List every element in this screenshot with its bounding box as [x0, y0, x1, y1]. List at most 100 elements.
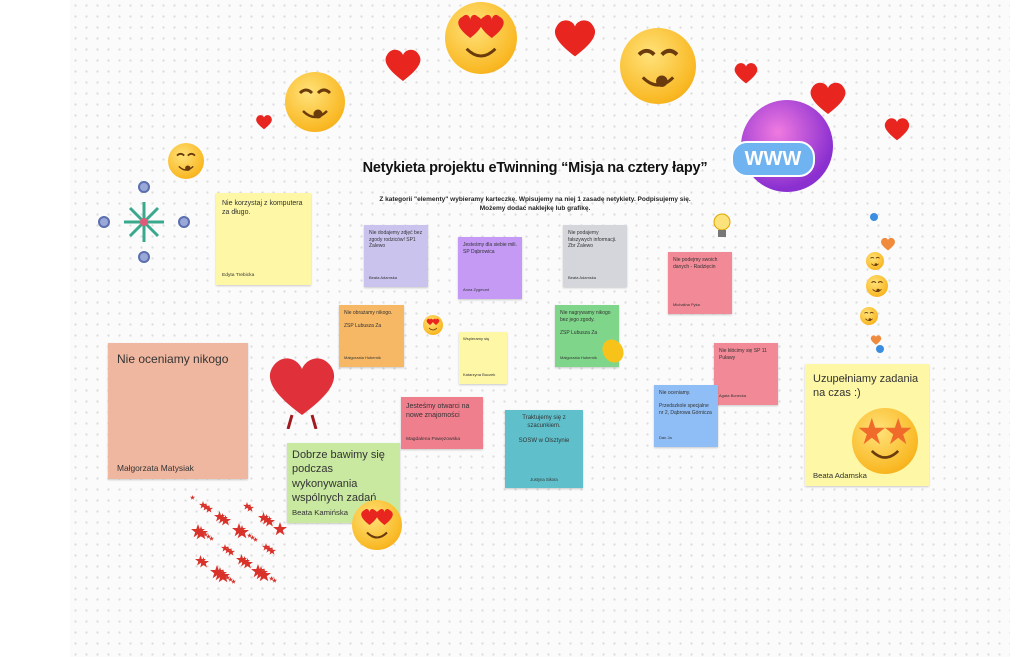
star-eyes-emoji-icon[interactable]	[852, 408, 918, 474]
instructions-line: Możemy dodać naklejkę lub grafikę.	[479, 205, 591, 212]
heart-icon[interactable]	[880, 236, 896, 252]
star-icon	[213, 567, 227, 581]
lightbulb-icon[interactable]	[712, 212, 732, 242]
sticky-note[interactable]: Nie oceniamy. Przedszkole specjalne nr 2…	[654, 385, 718, 447]
note-author: Magdalena Pawęzowska	[406, 437, 461, 443]
emoji-icon[interactable]	[866, 252, 884, 270]
heart-icon[interactable]	[255, 113, 273, 131]
star-icon	[247, 533, 252, 538]
sticky-note[interactable]: Nie korzystaj z komputera za długo. Edyta…	[216, 193, 311, 285]
note-author: Dan Ja	[659, 435, 672, 441]
heart-eyes-emoji-icon[interactable]	[352, 500, 402, 550]
sticky-note[interactable]: Dobrze bawimy się podczas wykonywania ws…	[287, 443, 400, 523]
star-icon	[202, 503, 210, 511]
kissing-emoji-icon[interactable]	[620, 28, 696, 104]
heart-icon[interactable]	[870, 333, 882, 345]
heart-eyes-emoji-icon[interactable]	[445, 2, 517, 74]
star-icon	[268, 547, 276, 555]
like-icon[interactable]	[876, 345, 884, 353]
note-author: Justyna Sikora	[530, 476, 558, 482]
star-icon	[243, 502, 251, 510]
star-icon	[264, 516, 275, 527]
sticky-note[interactable]: Nie podajemy fałszywych informacji. Zbr …	[563, 225, 627, 287]
star-icon	[210, 565, 224, 579]
star-icon	[258, 512, 269, 523]
star-icon	[269, 576, 274, 581]
star-icon	[203, 532, 208, 537]
star-icon	[220, 515, 231, 526]
note-text: Dobrze bawimy się podczas wykonywania ws…	[292, 449, 385, 504]
note-text: Nie dodajemy zdjęć bez zgody rodziców! S…	[369, 230, 423, 249]
kissing-emoji-icon[interactable]	[168, 143, 204, 179]
star-icon	[261, 514, 272, 525]
star-icon	[194, 526, 208, 540]
star-icon	[209, 536, 214, 541]
heart-icon[interactable]	[808, 78, 848, 118]
note-text: Nie kłócimy się SP 11 Puławy	[719, 348, 767, 361]
heart-icon[interactable]	[383, 45, 423, 85]
star-icon	[199, 501, 207, 509]
star-icon	[190, 495, 195, 500]
note-text: Nie podejmy swoich danych - Radzięcin	[673, 257, 718, 270]
star-icon	[251, 564, 265, 578]
note-text: Nie obrażamy nikogo. ZSP Lubusza Za	[344, 310, 393, 329]
clapping-hands-icon[interactable]	[598, 334, 628, 364]
star-icon	[236, 554, 247, 565]
star-icon	[231, 579, 236, 584]
star-icon	[227, 548, 235, 556]
note-text: Uzupełniamy zadania na czas :)	[813, 373, 919, 400]
heart-eyes-emoji-icon[interactable]	[423, 315, 443, 335]
note-text: Nie oceniamy nikogo	[117, 352, 229, 366]
like-icon[interactable]	[870, 213, 878, 221]
page-title: Netykieta projektu eTwinning “Misja na c…	[362, 160, 708, 176]
heart-icon[interactable]	[552, 15, 598, 61]
kissing-emoji-icon[interactable]	[285, 72, 345, 132]
star-icon	[250, 535, 255, 540]
sticky-note[interactable]: Traktujemy się z szacunkiem. SOSW w Olsz…	[505, 410, 583, 488]
snowflake-icon[interactable]	[96, 180, 192, 264]
note-author: Edyta Trebicka	[222, 273, 255, 279]
star-icon	[214, 511, 225, 522]
note-author: Beata Adamska	[369, 275, 398, 281]
note-text: Traktujemy się z szacunkiem. SOSW w Olsz…	[518, 415, 570, 445]
star-icon	[235, 525, 249, 539]
star-icon	[254, 566, 268, 580]
star-icon	[272, 578, 277, 583]
emoji-icon[interactable]	[860, 307, 878, 325]
www-badge: WWW	[731, 141, 815, 177]
star-icon	[221, 544, 229, 552]
star-icon	[239, 556, 250, 567]
star-icon	[198, 557, 209, 568]
star-icon	[242, 558, 253, 569]
star-icon	[225, 575, 230, 580]
star-icon	[206, 534, 211, 539]
sticky-note[interactable]: Nie dodajemy zdjęć bez zgody rodziców! S…	[364, 225, 428, 287]
note-author: Beata Adamska	[813, 470, 867, 480]
note-text: Nie oceniamy. Przedszkole specjalne nr 2…	[659, 390, 712, 416]
star-icon	[265, 545, 273, 553]
heart-icon[interactable]	[733, 60, 759, 86]
note-text: Nie nagrywamy nikogo bez jego zgody. ZSP…	[560, 310, 611, 336]
star-icon	[228, 577, 233, 582]
heart-icon[interactable]	[883, 115, 911, 143]
instructions-line: Z kategorii "elementy" wybieramy kartecz…	[379, 196, 691, 203]
note-author: Beata Kamińska	[292, 507, 348, 517]
note-text: Wspieramy się	[463, 336, 490, 341]
star-icon	[246, 504, 254, 512]
note-text: Nie korzystaj z komputera za długo.	[222, 200, 303, 217]
heart-character-icon[interactable]	[264, 353, 340, 430]
stars-sticker[interactable]	[190, 495, 287, 590]
note-text: Nie podajemy fałszywych informacji. Zbr …	[568, 230, 617, 249]
note-author: Małgorzata Hubernik	[560, 355, 597, 361]
star-icon	[205, 505, 213, 513]
emoji-icon[interactable]	[866, 275, 888, 297]
note-author: Małgorzata Matysiak	[117, 462, 194, 473]
star-icon	[217, 513, 228, 524]
